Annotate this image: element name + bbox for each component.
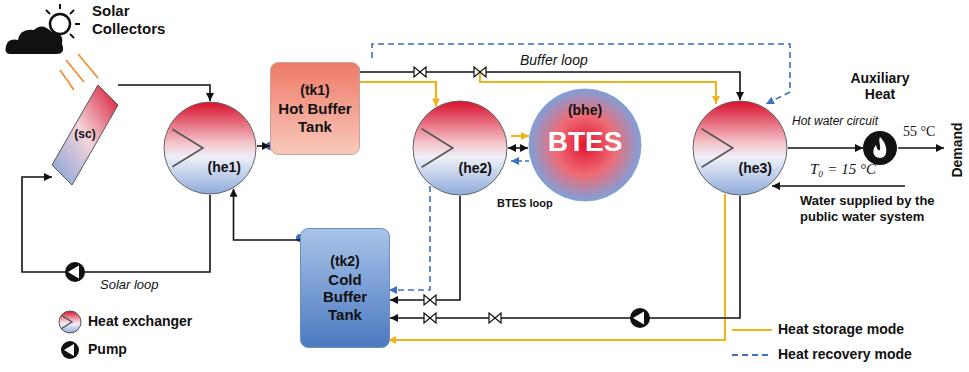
legend-heat-exchanger-icon <box>59 311 81 333</box>
hot-buffer-tank: (tk1) Hot Buffer Tank <box>270 62 360 155</box>
recovery-flow-line <box>389 186 430 290</box>
heat-exchanger: (he2) <box>412 100 508 196</box>
legend-storage-line <box>732 329 772 331</box>
legend-text: Heat storage mode <box>778 321 904 337</box>
temperature-label: 55 °C <box>903 124 935 141</box>
legend-pump-icon <box>61 341 79 359</box>
recovery-flow-line <box>511 160 529 162</box>
loop-label: Buffer loop <box>520 52 588 68</box>
heat-exchanger-shape <box>692 100 788 196</box>
component-id: (he1) <box>208 159 241 175</box>
circuit-label: Hot water circuit <box>792 114 878 128</box>
flow-connector <box>118 85 210 101</box>
flow-connector <box>360 82 436 106</box>
component-title: Solar Collectors <box>92 2 180 38</box>
btes-storage: (bhe) BTES <box>528 88 642 202</box>
supply-note: Water supplied by the public water syste… <box>800 193 965 224</box>
tank-name: Hot Buffer Tank <box>276 100 354 135</box>
solar-collector: (sc) <box>52 85 118 185</box>
flow-connector <box>234 189 301 240</box>
component-id: (tk2) <box>330 253 360 269</box>
legend-text: Heat exchanger <box>88 313 192 329</box>
component-id: (bhe) <box>568 102 602 118</box>
loop-label: BTES loop <box>497 197 553 209</box>
circuit-label: Hot water circuit <box>792 114 878 128</box>
water-supply-line <box>772 185 905 187</box>
temperature-label: T₀ = 15 °C <box>810 160 876 178</box>
loop-label: Buffer loop <box>520 52 588 68</box>
storage-name: BTES <box>548 126 623 158</box>
component-title: Solar Collectors <box>92 2 180 38</box>
demand-label: Demand <box>949 122 966 177</box>
cold-buffer-tank: (tk2) Cold Buffer Tank <box>300 228 390 348</box>
heat-exchanger-shape <box>163 101 257 195</box>
flow-connector <box>508 147 528 149</box>
legend-text: Pump <box>88 341 127 357</box>
legend-text: Heat recovery mode <box>778 346 912 362</box>
heat-exchanger: (he1) <box>163 101 257 195</box>
flow-connector <box>22 177 210 272</box>
heat-exchanger-shape <box>412 100 508 196</box>
supply-note: Water supplied by the public water syste… <box>800 193 965 224</box>
heat-exchanger: (he3) <box>692 100 788 196</box>
demand-line <box>898 147 944 149</box>
legend-item: Heat exchanger <box>88 313 192 329</box>
component-id: (he2) <box>459 160 492 176</box>
loop-label: Solar loop <box>100 277 159 292</box>
legend-recovery-line <box>732 354 772 356</box>
component-id: (tk1) <box>300 82 330 98</box>
flow-connector <box>360 72 740 100</box>
storage-flow-line <box>511 135 529 137</box>
legend-item: Heat storage mode <box>778 321 904 337</box>
pump-symbol <box>630 308 650 328</box>
loop-label: Solar loop <box>100 277 159 292</box>
legend-item: Pump <box>88 341 127 357</box>
temperature-label: T₀ = 15 °C <box>810 160 876 178</box>
component-id: (sc) <box>74 128 95 142</box>
flow-connector <box>788 147 863 149</box>
component-id: (he3) <box>739 160 772 176</box>
sun-rays <box>60 54 98 90</box>
tank-name: Cold Buffer Tank <box>306 271 384 323</box>
temperature-label: 55 °C <box>903 124 935 141</box>
flow-connector <box>257 145 270 147</box>
heater-name: Auxiliary Heat <box>840 70 920 102</box>
flow-connector <box>390 196 460 300</box>
weather-icon <box>6 4 81 54</box>
flow-connector <box>390 196 740 318</box>
loop-label: BTES loop <box>497 197 553 209</box>
legend-item: Heat recovery mode <box>778 346 912 362</box>
pump-symbol <box>65 262 85 282</box>
demand-label: Demand <box>949 122 966 177</box>
